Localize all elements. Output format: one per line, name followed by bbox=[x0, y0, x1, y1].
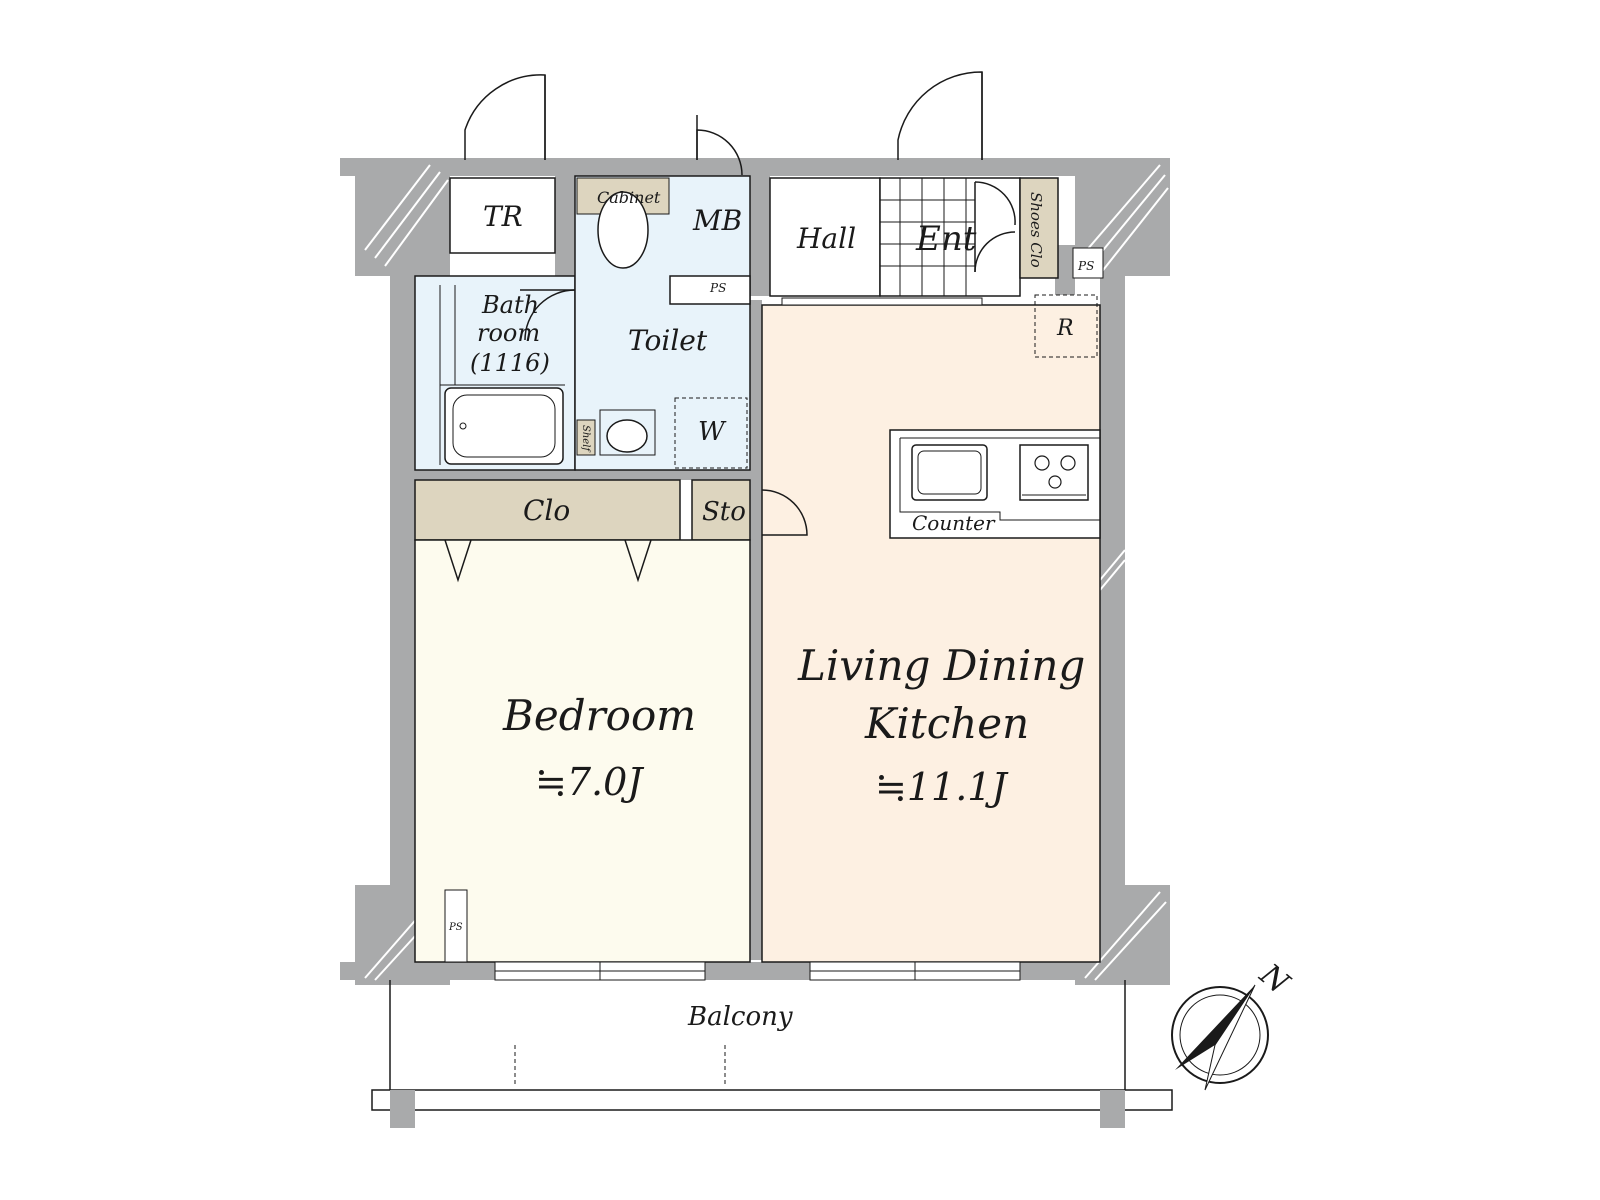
shoes-clo-area bbox=[1019, 177, 1059, 279]
refrigerator-area bbox=[1034, 294, 1098, 358]
ps-entry-label: PS bbox=[709, 281, 726, 295]
toilet-bowl-icon bbox=[597, 191, 649, 269]
cabinet-label: Cabinet bbox=[597, 188, 661, 207]
shoes-clo-label: Shoes Clo bbox=[1027, 192, 1045, 268]
ldk-area bbox=[761, 304, 1101, 963]
hall-area bbox=[769, 177, 881, 297]
bath-label-2: room bbox=[477, 319, 540, 347]
ps-small-area bbox=[1072, 247, 1104, 279]
w-label: W bbox=[698, 417, 727, 447]
counter-label: Counter bbox=[912, 511, 996, 535]
hall-label: Hall bbox=[796, 222, 856, 255]
labels: TR Cabinet MB Hall Ent Shoes Clo PS PS P… bbox=[448, 188, 1297, 1032]
sto-area bbox=[691, 479, 751, 541]
fixtures bbox=[439, 191, 1101, 539]
mb-notch bbox=[669, 275, 751, 305]
ldk-label-1: Living Dining bbox=[797, 641, 1085, 690]
compass-icon bbox=[1171, 984, 1269, 1091]
r-label: R bbox=[1056, 316, 1074, 341]
tr-area bbox=[449, 177, 556, 254]
tr-label: TR bbox=[483, 200, 523, 233]
shelf-area bbox=[576, 419, 596, 456]
balcony bbox=[371, 980, 1173, 1128]
balcony-label: Balcony bbox=[687, 1002, 793, 1032]
washbasin-icon bbox=[599, 409, 656, 456]
bath-label-1: Bath bbox=[481, 291, 539, 319]
north-label: N bbox=[1252, 957, 1297, 1002]
ps-small-label: PS bbox=[1077, 259, 1094, 273]
stove-icon bbox=[1019, 444, 1089, 501]
mb-label: MB bbox=[692, 204, 742, 237]
ps-bedroom-area bbox=[444, 889, 468, 963]
bathtub-icon bbox=[444, 387, 564, 465]
entry-tiles bbox=[880, 178, 975, 296]
bath-label-3: (1116) bbox=[470, 349, 550, 377]
clo-label: Clo bbox=[523, 494, 570, 527]
sink-icon bbox=[911, 444, 988, 501]
bedroom-label: Bedroom bbox=[502, 691, 696, 740]
ldk-size: ≒11.1J bbox=[875, 765, 1008, 809]
ps-bedroom-label: PS bbox=[448, 922, 463, 933]
doors bbox=[444, 71, 1016, 583]
toilet-label: Toilet bbox=[628, 324, 708, 357]
ldk-label-2: Kitchen bbox=[864, 699, 1029, 748]
bedroom-area bbox=[414, 539, 751, 963]
ent-label: Ent bbox=[915, 219, 977, 259]
bedroom-size: ≒7.0J bbox=[535, 760, 644, 804]
windows bbox=[494, 297, 1021, 981]
sto-label: Sto bbox=[702, 497, 746, 527]
shelf-label: Shelf bbox=[580, 425, 591, 453]
washer-area bbox=[674, 397, 748, 469]
